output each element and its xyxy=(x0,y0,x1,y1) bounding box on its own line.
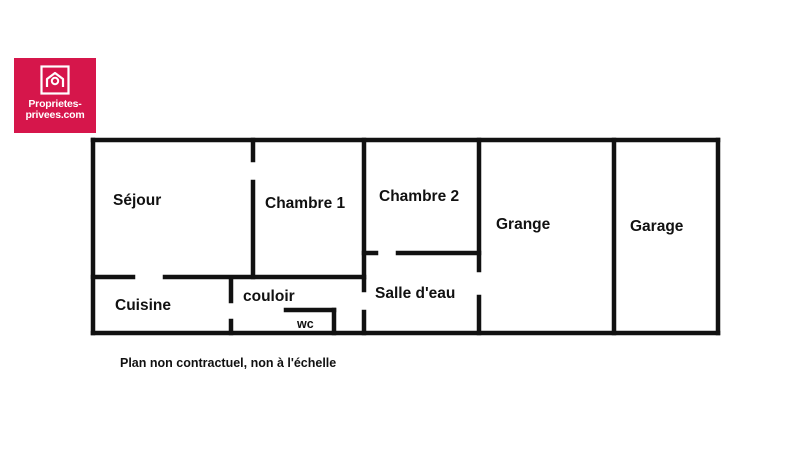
room-label-sejour: Séjour xyxy=(113,192,162,209)
room-label-chambre-2: Chambre 2 xyxy=(379,188,460,205)
room-label-cuisine: Cuisine xyxy=(115,297,171,314)
room-label-garage: Garage xyxy=(630,218,684,235)
disclaimer-note: Plan non contractuel, non à l'échelle xyxy=(120,356,337,370)
room-label-couloir: couloir xyxy=(243,288,295,305)
house-icon xyxy=(40,65,70,95)
logo-text-line1: Proprietes- xyxy=(28,98,82,110)
brand-logo: Proprietes- privees.com xyxy=(14,58,96,133)
room-label-grange: Grange xyxy=(496,216,551,233)
room-label-wc: wc xyxy=(297,317,314,331)
logo-text-line2: privees.com xyxy=(25,109,85,121)
room-label-salle-deau: Salle d'eau xyxy=(375,285,456,302)
room-label-chambre-1: Chambre 1 xyxy=(265,195,346,212)
